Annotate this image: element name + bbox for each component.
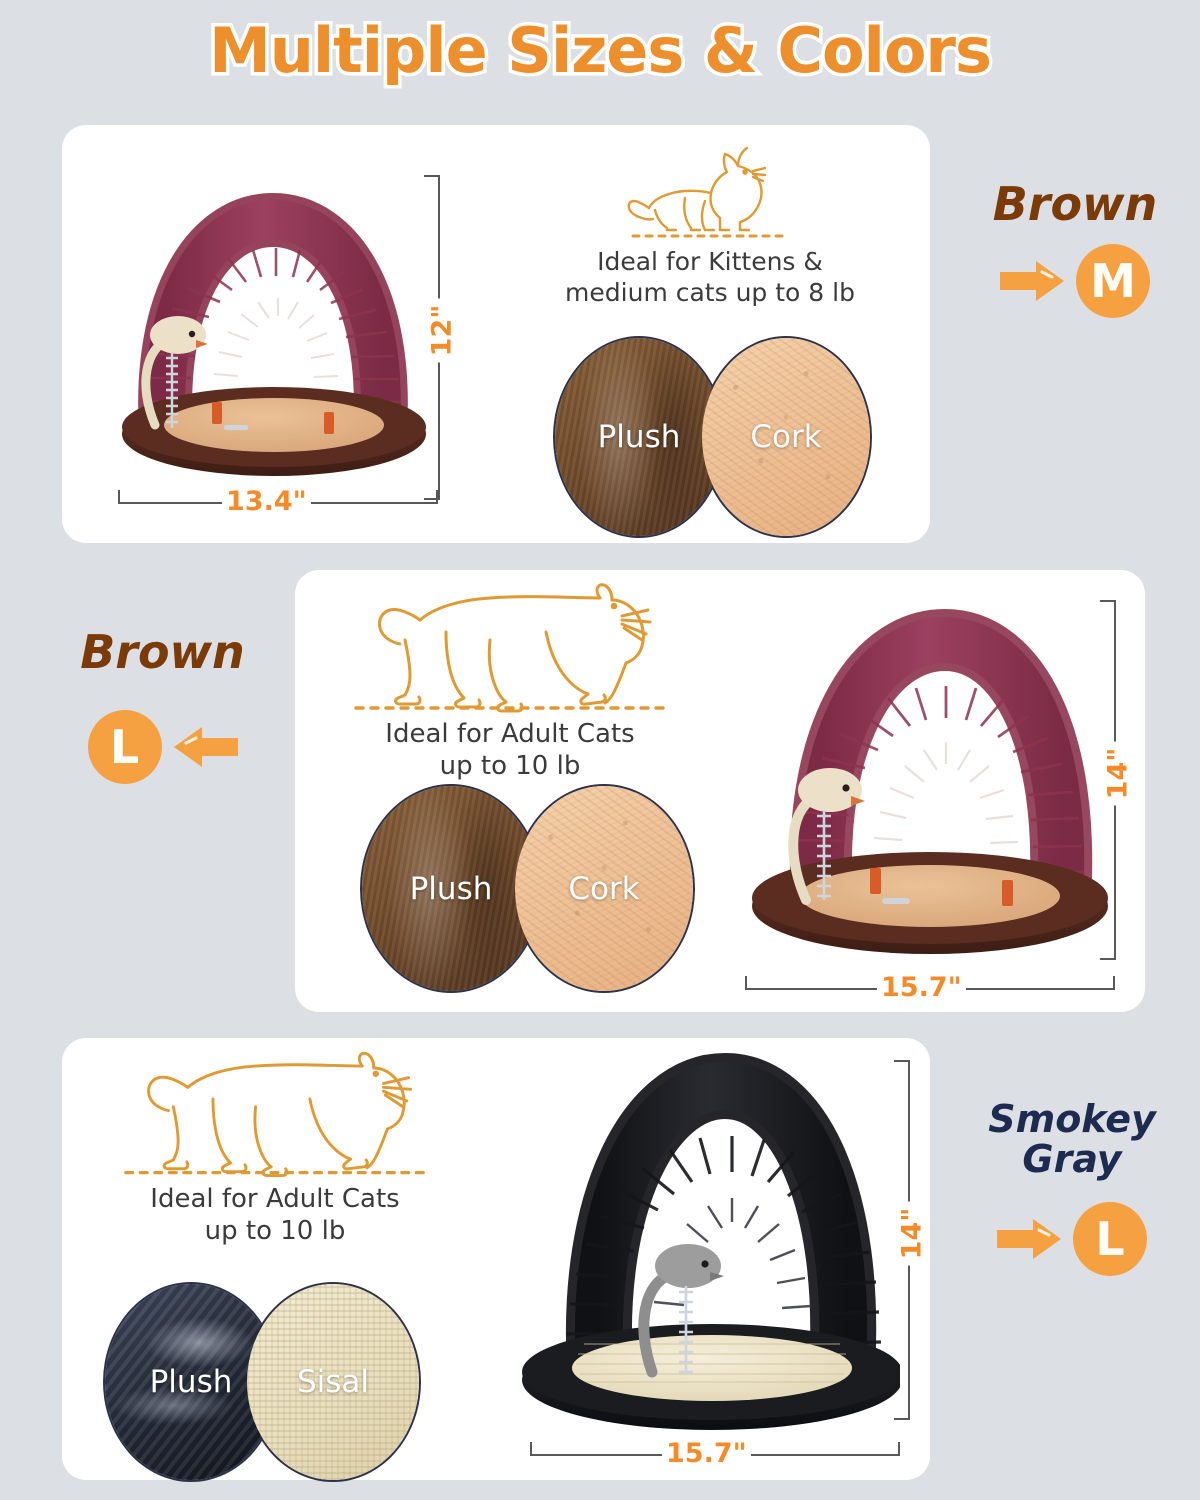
material-swatches-card2: Plush Cork [350,780,730,995]
dimension-width-card3: 15.7" [530,1438,900,1469]
swatch-sisal: Sisal [245,1282,421,1482]
dimension-width-card2: 15.7" [745,972,1115,1003]
material-swatches-card3: Plush Sisal [95,1278,445,1483]
info-block-card3: Ideal for Adult Cats up to 10 lb [100,1048,450,1247]
page-title: Multiple Sizes & Colors [206,14,996,87]
cat-walking-icon [354,583,666,713]
dimension-height-label: 14" [1102,741,1134,806]
dimension-width-label: 15.7" [662,1438,751,1469]
arrow-left-icon [173,727,238,768]
arrow-right-icon [997,1218,1061,1259]
dimension-height-label: 12" [426,298,458,363]
material-swatches-card1: Plush Cork [545,330,905,540]
dimension-height-card3: 14" [888,1060,928,1420]
swatch-label: Cork [750,419,822,455]
size-color-group-card2: Brown L [40,625,285,785]
size-badge-card1: M [1076,244,1150,319]
size-badge-card3: L [1073,1201,1147,1276]
swatch-plush-brown: Plush [553,336,725,538]
info-block-card2: Ideal for Adult Cats up to 10 lb [330,580,690,782]
swatch-label: Cork [568,870,640,907]
swatch-label: Plush [149,1364,233,1400]
ideal-for-text-card3: Ideal for Adult Cats up to 10 lb [150,1184,400,1246]
dimension-height-card1: 12" [418,175,458,500]
ideal-for-text-card2: Ideal for Adult Cats up to 10 lb [385,719,635,781]
cat-walking-icon [124,1051,426,1177]
product-image-medium-brown [122,192,426,476]
swatch-label: Plush [597,419,681,455]
dimension-height-card2: 14" [1094,600,1134,960]
swatch-cork: Cork [513,784,695,993]
dimension-width-card1: 13.4" [118,486,438,517]
size-color-group-card1: Brown M [955,177,1195,319]
color-label-card2: Brown [80,625,245,679]
dimension-width-label: 15.7" [877,972,966,1003]
info-block-card1: Ideal for Kittens & medium cats up to 8 … [500,138,920,308]
color-label-card3: Smokey Gray [988,1097,1156,1181]
product-image-large-brown [752,608,1108,954]
swatch-label: Plush [409,870,493,907]
size-badge-card2: L [87,710,162,785]
dimension-height-label: 14" [896,1201,928,1266]
product-image-large-gray [522,1052,900,1430]
swatch-plush-brown: Plush [360,784,542,993]
size-color-group-card3: Smokey Gray L [952,1097,1192,1276]
ideal-for-text-card1: Ideal for Kittens & medium cats up to 8 … [565,247,855,307]
swatch-label: Sisal [296,1364,370,1400]
arrow-right-icon [1000,261,1064,302]
dimension-width-label: 13.4" [222,486,311,517]
cat-sitting-icon [627,146,789,238]
color-label-card1: Brown [992,177,1158,231]
swatch-cork: Cork [700,336,872,538]
